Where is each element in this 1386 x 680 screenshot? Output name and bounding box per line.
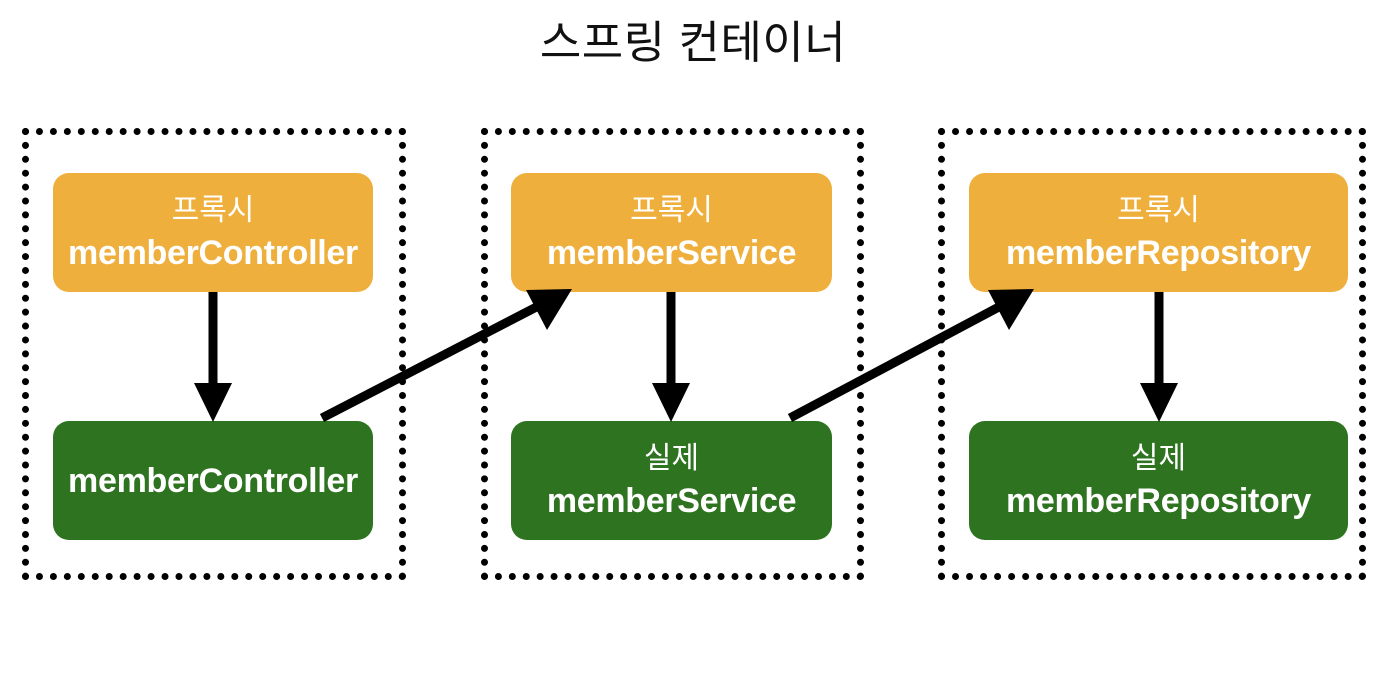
node-real-member-repository[interactable]: 실제 memberRepository xyxy=(969,421,1348,540)
node-name-label: memberService xyxy=(546,481,797,520)
node-proxy-member-service[interactable]: 프록시 memberService xyxy=(511,173,832,292)
node-proxy-member-repository[interactable]: 프록시 memberRepository xyxy=(969,173,1348,292)
page-title: 스프링 컨테이너 xyxy=(539,17,847,68)
node-prefix-label: 프록시 xyxy=(171,193,255,227)
node-prefix-label: 프록시 xyxy=(1117,193,1200,227)
node-prefix-label: 실제 xyxy=(1130,441,1187,475)
node-name-label: memberController xyxy=(68,461,358,500)
node-real-member-controller[interactable]: memberController xyxy=(53,421,373,540)
node-real-member-service[interactable]: 실제 memberService xyxy=(511,421,832,540)
node-name-label: memberRepository xyxy=(1005,481,1312,520)
node-proxy-member-controller[interactable]: 프록시 memberController xyxy=(53,173,373,292)
node-prefix-label: 실제 xyxy=(643,441,700,475)
node-name-label: memberRepository xyxy=(1005,233,1312,272)
node-name-label: memberService xyxy=(546,233,797,272)
node-prefix-label: 프록시 xyxy=(630,193,713,227)
node-name-label: memberController xyxy=(68,233,358,272)
